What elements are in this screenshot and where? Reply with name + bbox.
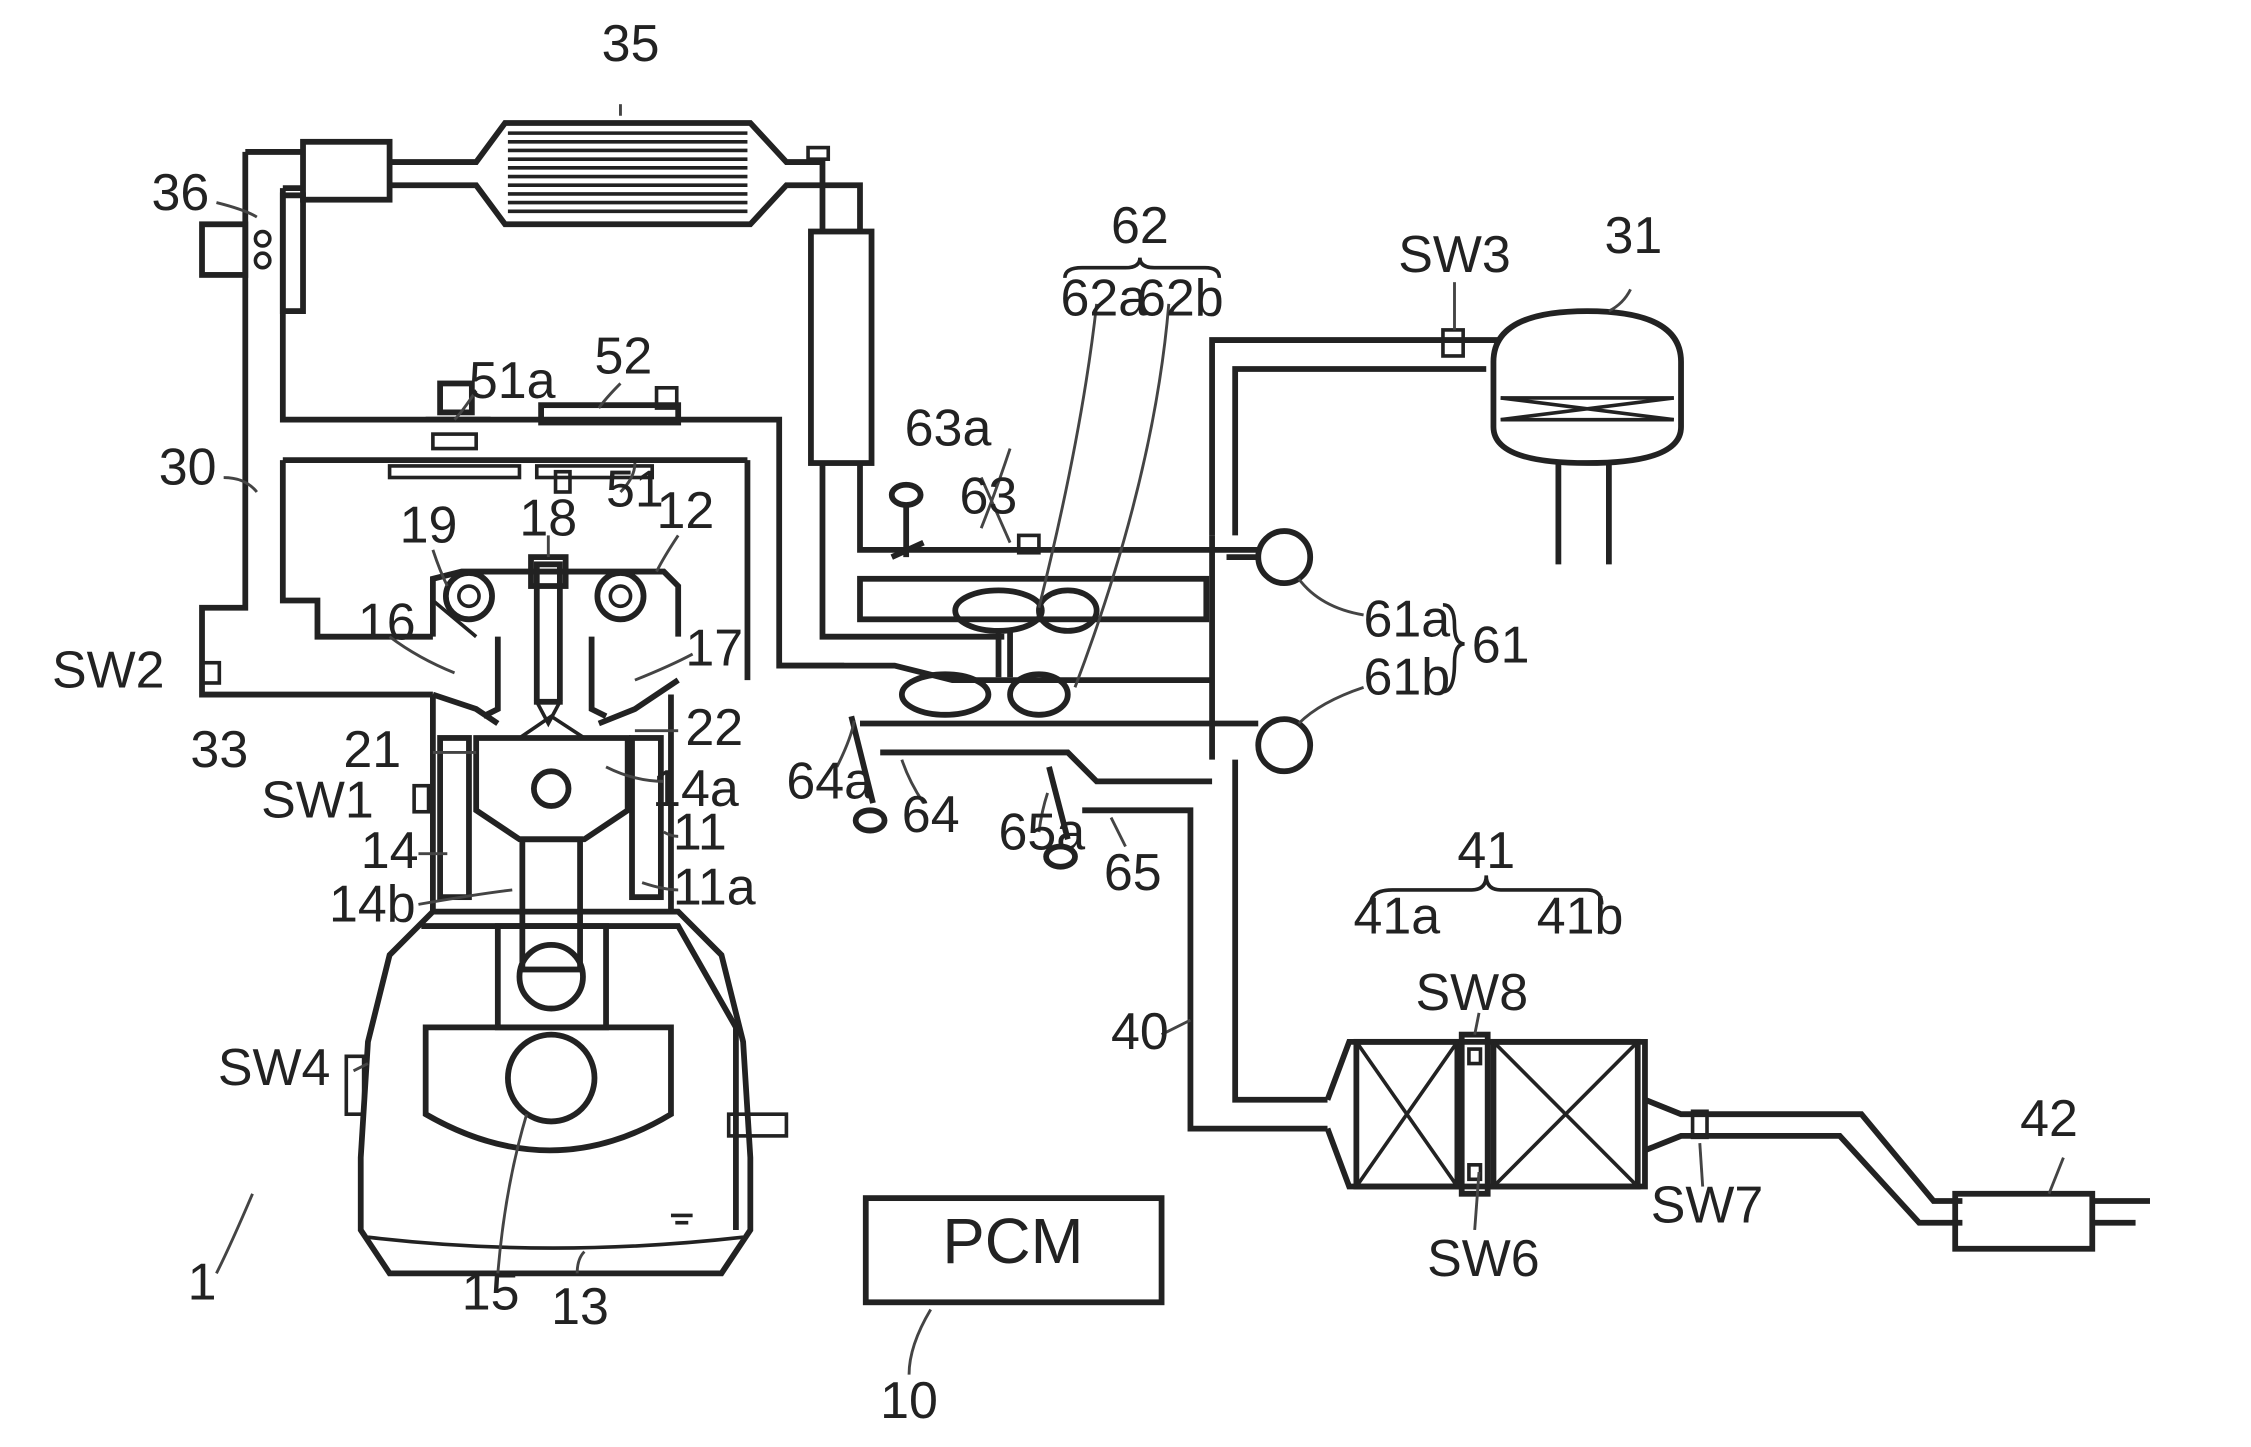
label-13: 13 (551, 1278, 609, 1336)
label-sw2: SW2 (52, 641, 165, 699)
label-21: 21 (343, 721, 401, 779)
label-11: 11 (673, 803, 727, 861)
label-40: 40 (1111, 1003, 1169, 1061)
throttle-valve (202, 195, 303, 311)
label-62b: 62b (1137, 269, 1224, 327)
sensor-sw1 (414, 786, 428, 812)
pcm-box: PCM (866, 1198, 1162, 1302)
label-41: 41 (1457, 822, 1515, 880)
label-16: 16 (358, 594, 416, 652)
label-10: 10 (880, 1372, 938, 1430)
label-64: 64 (902, 786, 960, 844)
label-sw8: SW8 (1416, 964, 1529, 1022)
catalytic-converter (1328, 1035, 1707, 1194)
label-51a: 51a (469, 352, 556, 410)
label-sw6: SW6 (1427, 1230, 1540, 1288)
label-63a: 63a (905, 400, 992, 458)
label-36: 36 (151, 164, 209, 222)
label-62a: 62a (1061, 269, 1148, 327)
label-sw1: SW1 (261, 771, 374, 829)
label-14b: 14b (329, 876, 416, 934)
label-12: 12 (657, 482, 715, 540)
label-63: 63 (960, 468, 1018, 526)
crankcase (346, 912, 786, 1274)
label-65a: 65a (998, 803, 1085, 861)
label-18: 18 (519, 489, 577, 547)
pcm-label: PCM (942, 1206, 1083, 1277)
label-52: 52 (594, 327, 652, 385)
intercooler-core (508, 133, 748, 211)
label-31: 31 (1605, 207, 1663, 265)
label-sw7: SW7 (1651, 1177, 1764, 1235)
label-42: 42 (2020, 1090, 2078, 1148)
label-14: 14 (361, 822, 419, 880)
exhaust-pipe (1235, 760, 2150, 1223)
label-41a: 41a (1353, 887, 1440, 945)
label-1: 1 (188, 1253, 217, 1311)
label-41b: 41b (1537, 887, 1624, 945)
label-11a: 11a (673, 858, 756, 916)
label-61b: 61b (1364, 648, 1451, 706)
label-62: 62 (1111, 197, 1169, 255)
air-cleaner (1212, 311, 1681, 564)
label-64a: 64a (786, 753, 873, 811)
cylinder-head (433, 557, 678, 723)
label-22: 22 (685, 699, 743, 757)
label-sw4: SW4 (218, 1039, 331, 1097)
label-65: 65 (1104, 844, 1162, 902)
label-15: 15 (462, 1263, 520, 1321)
silencer (1955, 1194, 2092, 1249)
label-33: 33 (190, 721, 248, 779)
label-51: 51 (606, 460, 664, 518)
label-61: 61 (1472, 617, 1530, 675)
label-35: 35 (602, 15, 660, 73)
label-17: 17 (685, 620, 743, 678)
label-30: 30 (159, 439, 217, 497)
label-19: 19 (400, 497, 458, 555)
label-61a: 61a (1364, 591, 1451, 649)
intercooler (303, 123, 1212, 637)
intake-duct (202, 152, 844, 695)
label-sw3: SW3 (1398, 226, 1511, 284)
